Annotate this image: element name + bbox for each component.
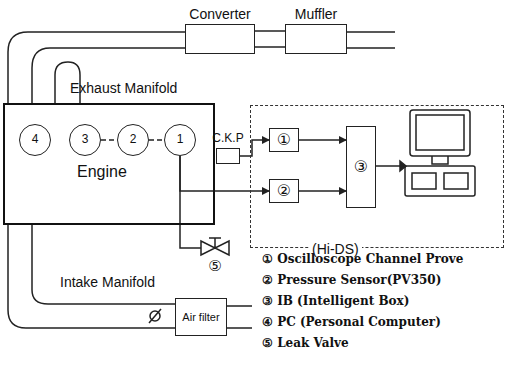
throttle-symbol xyxy=(149,309,161,323)
muffler-box: Muffler xyxy=(285,24,347,54)
node-text: ② xyxy=(277,182,291,200)
connector xyxy=(180,156,269,191)
intake-pipe-inner xyxy=(32,225,175,304)
probe-box: ① xyxy=(269,128,299,152)
connector-line xyxy=(180,156,269,191)
legend-note: ⑤ Leak Valve xyxy=(262,336,349,350)
cylinder-circle: 2 xyxy=(117,124,149,156)
valve-symbol xyxy=(201,238,229,255)
node-text: 2 xyxy=(130,133,137,147)
air-inlet-pipe xyxy=(227,306,252,328)
leak-valve: ⑤ xyxy=(199,235,231,275)
connector-line xyxy=(255,46,285,48)
pc-unit xyxy=(405,166,475,196)
node-text: C.K.P xyxy=(212,132,243,146)
connector-line xyxy=(180,156,201,248)
ckp-sensor-box: C.K.P xyxy=(216,148,240,164)
connector-line xyxy=(299,139,346,141)
connector-line xyxy=(255,30,285,32)
hi-ds-group: (Hi-DS)①②③ xyxy=(250,105,504,248)
pc-drive xyxy=(412,173,436,189)
node-text: 4 xyxy=(32,133,39,147)
connector xyxy=(255,31,285,47)
engine-block: Engine 4 3 2 1 xyxy=(3,103,215,225)
connector xyxy=(299,191,346,192)
cylinder-circle: 3 xyxy=(69,124,101,156)
sensor-box: ② xyxy=(269,179,299,203)
node-text: Muffler xyxy=(295,6,338,22)
node-text: Engine xyxy=(77,163,127,181)
valve-symbol xyxy=(199,235,231,257)
tail-pipe xyxy=(347,32,395,48)
pc-stand xyxy=(432,156,448,164)
ib-box: ③ xyxy=(346,126,376,208)
pc-monitor xyxy=(410,110,470,156)
intake-pipe-outer xyxy=(8,225,175,328)
exhaust-pipe-inner xyxy=(32,48,185,103)
part-label: Exhaust Manifold xyxy=(70,80,177,96)
connector-line xyxy=(240,140,269,156)
node-text: 1 xyxy=(177,133,184,147)
connector xyxy=(180,156,201,248)
node-text: ③ xyxy=(354,158,368,176)
air-filter-box: Air filter xyxy=(175,298,227,336)
exhaust-pipe-outer xyxy=(8,32,185,103)
legend-note: ④ PC (Personal Computer) xyxy=(262,315,441,329)
legend-note: ② Pressure Sensor(PV350) xyxy=(262,273,441,287)
legend-note: ③ IB (Intelligent Box) xyxy=(262,294,409,308)
cylinder-circle: 1 xyxy=(164,124,196,156)
node-text: ⑤ xyxy=(208,258,221,275)
node-text: Converter xyxy=(189,6,250,22)
ib-pc-arrowhead xyxy=(400,161,406,171)
node-text: ① xyxy=(277,131,291,149)
cylinder-circle: 4 xyxy=(19,124,51,156)
pc-screen xyxy=(416,115,464,150)
node-text: 3 xyxy=(82,133,89,147)
node-text: Air filter xyxy=(178,311,224,324)
connector xyxy=(299,140,346,141)
part-label: Intake Manifold xyxy=(60,274,155,290)
ib-pc-arrow xyxy=(376,165,400,167)
connector-line xyxy=(299,190,346,192)
converter-box: Converter xyxy=(185,24,255,54)
legend-note: ① Oscilloscope Channel Prove xyxy=(262,252,463,266)
connector xyxy=(240,140,269,156)
pc-drive xyxy=(444,173,468,189)
